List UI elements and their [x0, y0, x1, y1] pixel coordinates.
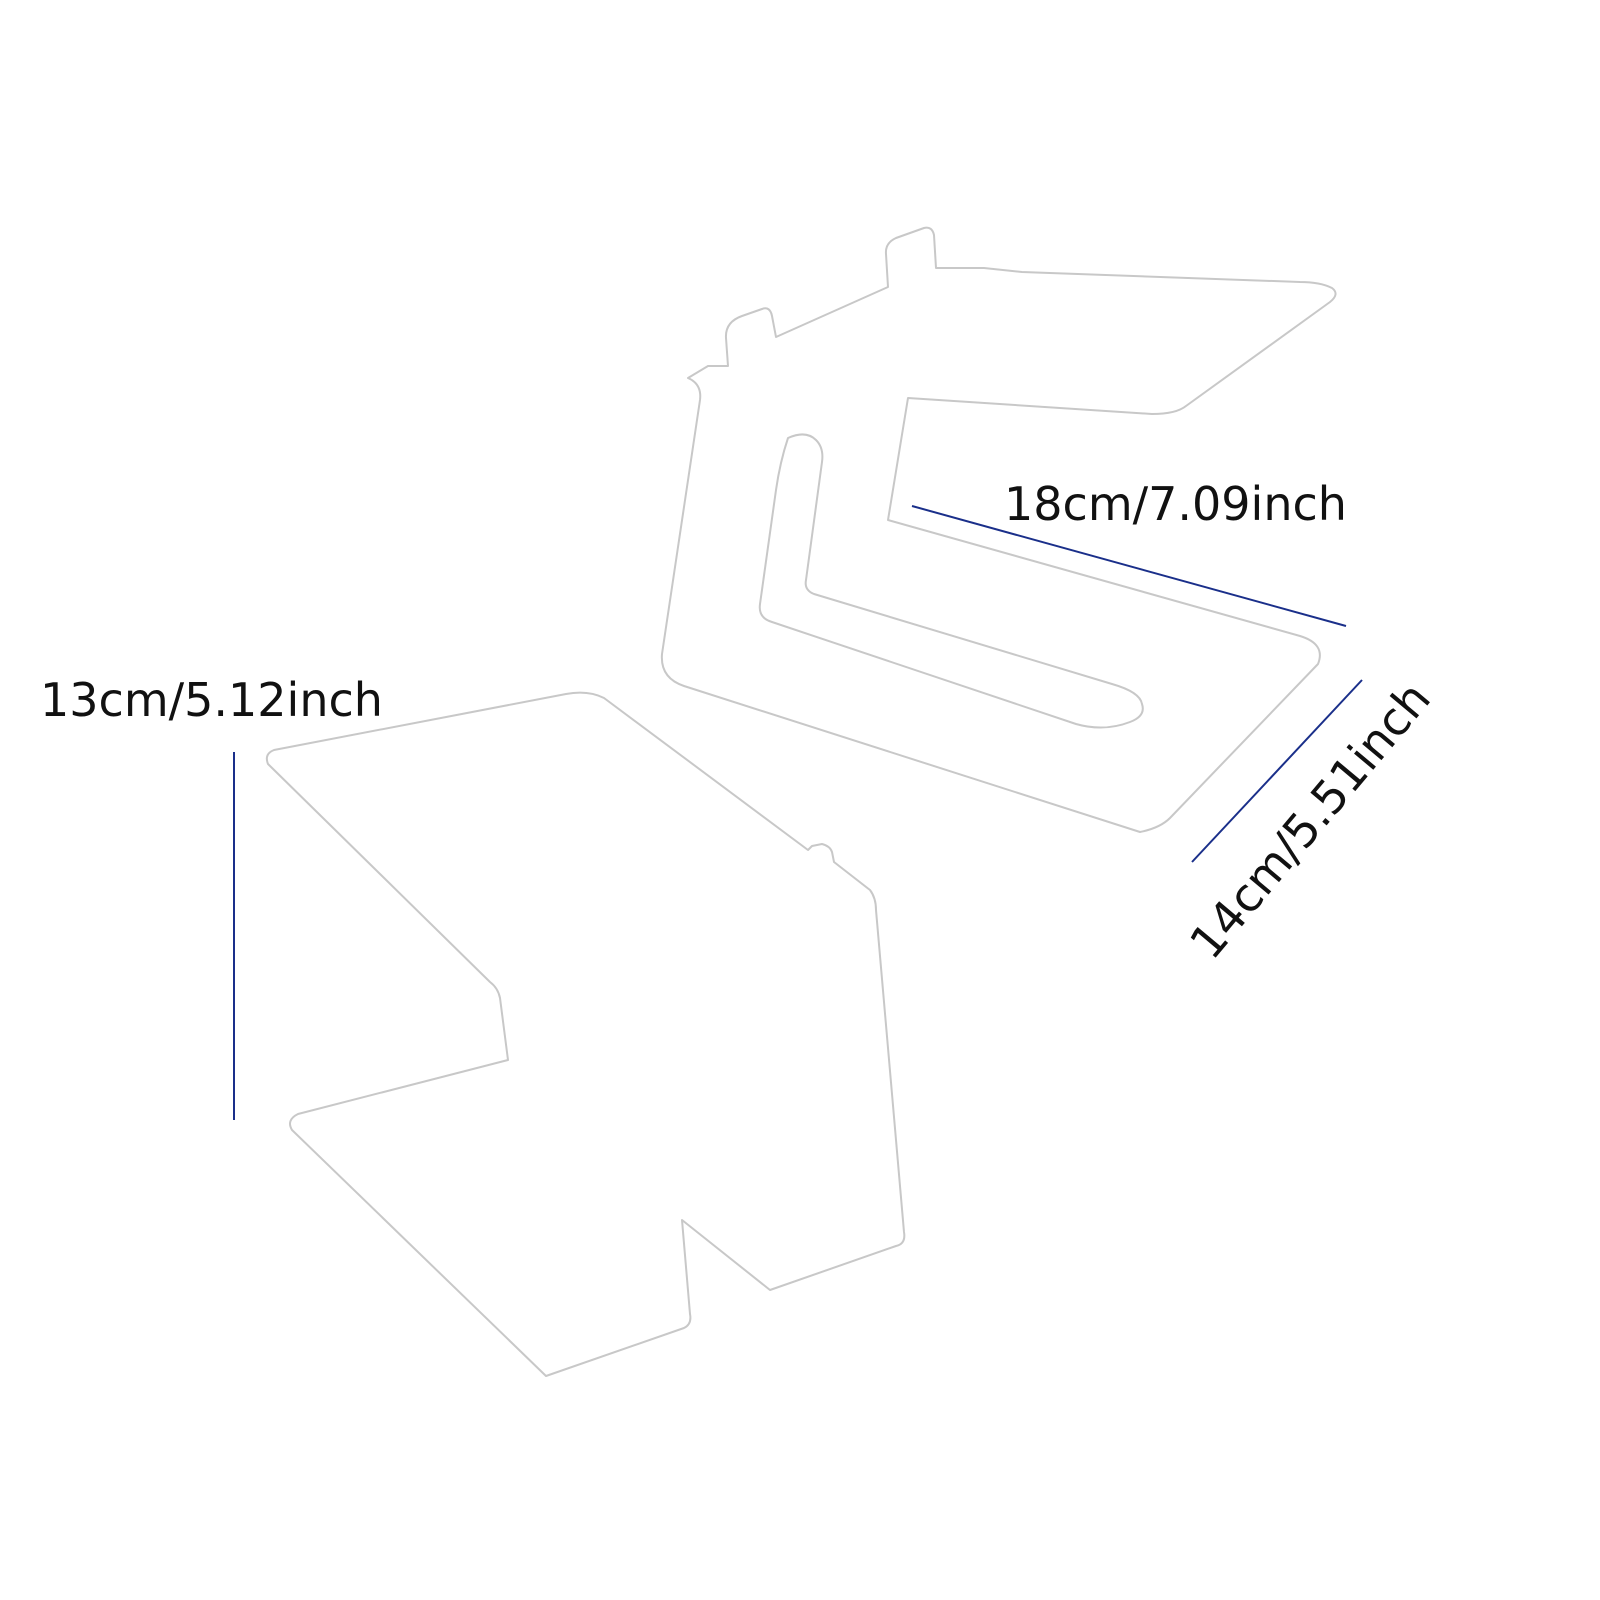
height-dimension-label: 13cm/5.12inch	[40, 673, 383, 727]
depth-dimension-line	[1191, 679, 1363, 863]
width-dimension-label: 18cm/7.09inch	[1004, 477, 1347, 531]
upper-stand-piece	[660, 226, 1337, 833]
lower-stand-piece	[265, 691, 906, 1377]
width-dimension-line	[911, 505, 1347, 627]
